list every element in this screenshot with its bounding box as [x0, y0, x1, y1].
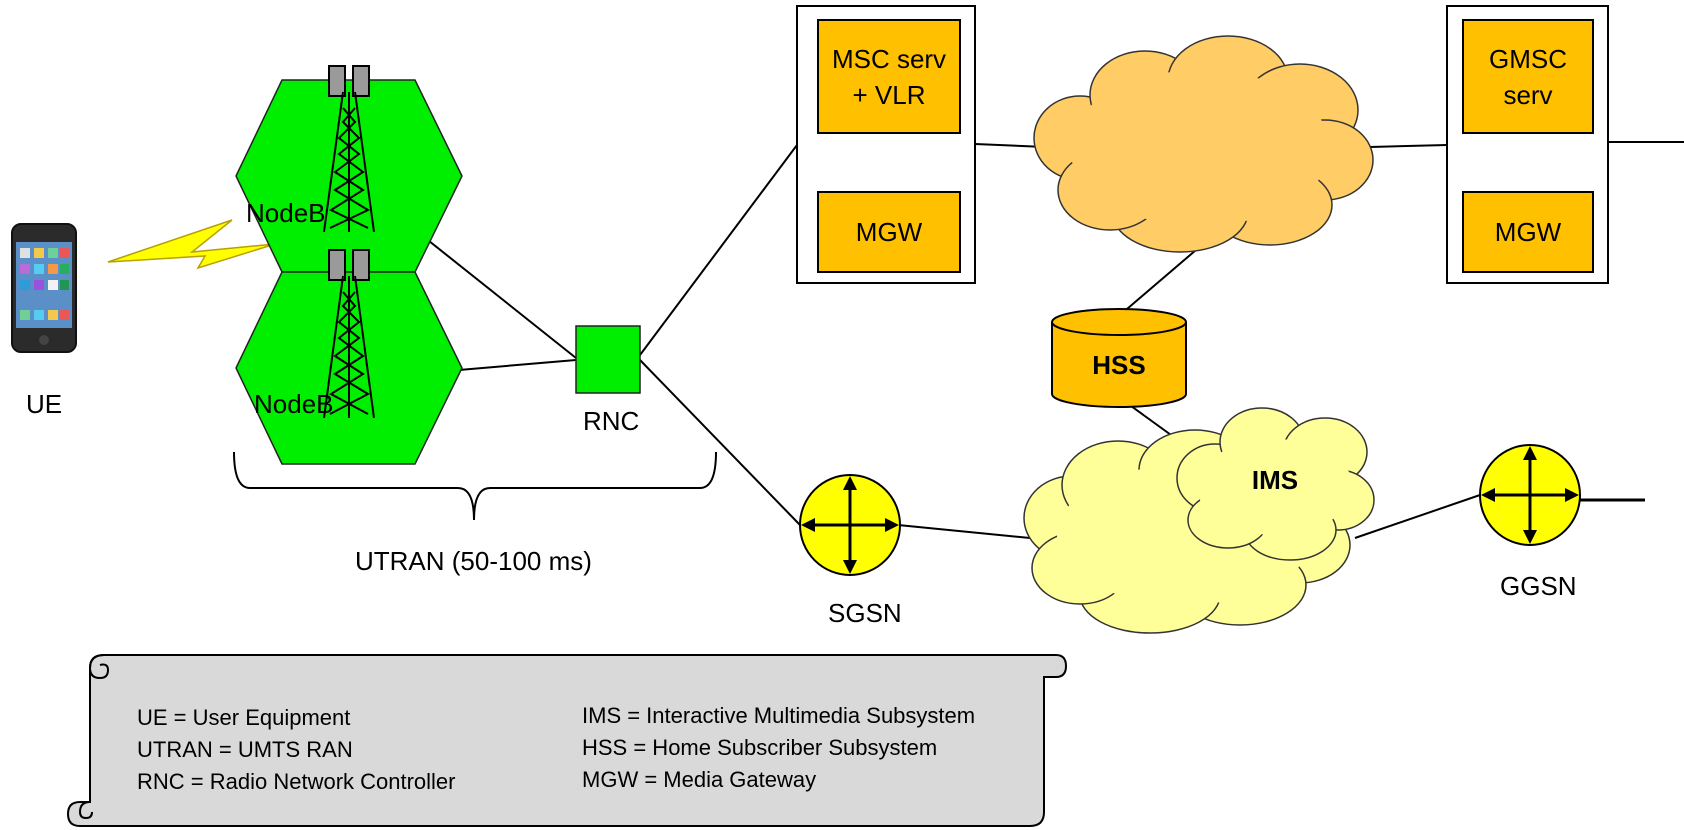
ims-label: IMS [1252, 465, 1298, 495]
mgw-right-box [1462, 191, 1594, 273]
link-cloud-gmsc [1369, 144, 1448, 148]
nodeb-top-label: NodeB [246, 198, 326, 228]
rnc-box [575, 325, 641, 394]
rnc-label: RNC [583, 406, 639, 436]
msc-server-label-line1: MSC serv [832, 44, 946, 74]
link-packetcloud-ggsn [1354, 494, 1481, 539]
ims-cloud-fill [1197, 439, 1353, 535]
legend-scroll [66, 654, 1068, 827]
link-sgsn-packetcloud [897, 524, 1031, 539]
hss-database-icon [1051, 308, 1187, 408]
gmsc-server-label-line1: GMSC [1489, 44, 1567, 74]
ggsn-label: GGSN [1500, 571, 1577, 601]
nodeb-top-tower-icon [323, 65, 375, 233]
legend-item: UTRAN = UMTS RAN [137, 737, 353, 762]
sgsn-router-icon [799, 474, 901, 576]
msc-server-label-line2: + VLR [853, 80, 926, 110]
circuit-core-cloud-fill [1070, 70, 1330, 226]
legend-item: RNC = Radio Network Controller [137, 769, 456, 794]
nodeb-bottom-tower-icon [323, 249, 375, 419]
mgw-right-label: MGW [1495, 217, 1562, 247]
mgw-left-label: MGW [856, 217, 923, 247]
link-rnc-msc [639, 144, 798, 356]
link-msc-cloud [974, 143, 1046, 148]
legend-item: MGW = Media Gateway [582, 767, 816, 792]
legend-right-column: IMS = Interactive Multimedia Subsystem H… [582, 703, 975, 792]
gmsc-server-box [1462, 19, 1594, 134]
link-rnc-sgsn [639, 359, 801, 526]
utran-brace [233, 451, 717, 521]
legend-item: UE = User Equipment [137, 705, 350, 730]
hss-label: HSS [1092, 350, 1145, 380]
ggsn-router-icon [1479, 444, 1581, 546]
sgsn-label: SGSN [828, 598, 902, 628]
legend-left-column: UE = User Equipment UTRAN = UMTS RAN RNC… [137, 705, 456, 794]
ue-phone-icon [11, 223, 77, 353]
legend-item: HSS = Home Subscriber Subsystem [582, 735, 937, 760]
ue-label: UE [26, 389, 62, 419]
legend-item: IMS = Interactive Multimedia Subsystem [582, 703, 975, 728]
msc-server-box [817, 19, 961, 134]
utran-label: UTRAN (50-100 ms) [355, 546, 592, 576]
nodeb-bottom-label: NodeB [254, 389, 334, 419]
gmsc-server-label-line2: serv [1503, 80, 1552, 110]
mgw-left-box [817, 191, 961, 273]
